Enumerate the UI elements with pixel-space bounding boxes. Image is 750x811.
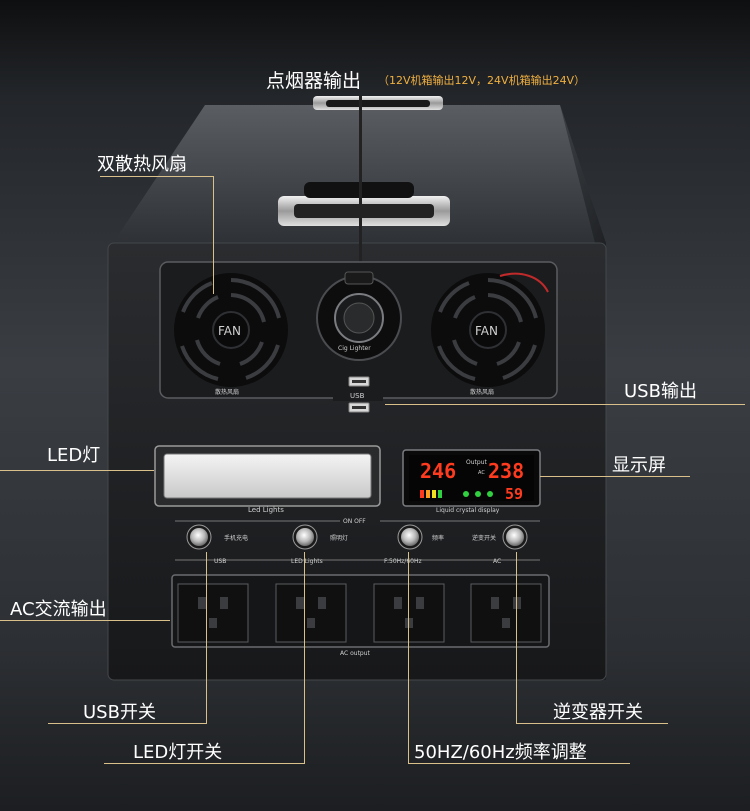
lcd-left-value: 246 <box>420 459 456 483</box>
callout-lighter-note: （12V机箱输出12V，24V机箱输出24V） <box>378 74 586 87</box>
ac-outlet-plate <box>171 574 550 648</box>
fan-left-caption: 散热风扇 <box>215 388 239 396</box>
btn2-label: 照明灯 <box>330 534 348 542</box>
inverter-hline <box>516 723 668 724</box>
inverter-vline <box>516 552 517 724</box>
led-lights-caption: Led Lights <box>248 506 284 514</box>
fan-right-label: FAN <box>475 324 498 338</box>
lcd-output-label: Output <box>466 459 487 466</box>
fan-right <box>431 272 549 387</box>
led-switch-hline <box>104 763 305 764</box>
ac-callout-line <box>0 620 170 621</box>
callout-usb-out: USB输出 <box>624 381 697 402</box>
switch-led-label: LED Lights <box>291 558 323 565</box>
callout-fans: 双散热风扇 <box>97 154 187 175</box>
fans-callout-line <box>100 176 214 177</box>
led-switch-vline <box>304 552 305 764</box>
freq-vline <box>408 552 409 764</box>
callout-ac-out: AC交流输出 <box>10 599 107 620</box>
callout-lighter: 点烟器输出 <box>266 70 362 92</box>
callout-usb-switch: USB开关 <box>83 702 156 723</box>
btn1-label: 手机充电 <box>224 534 248 542</box>
switch-usb-label: USB <box>214 558 226 565</box>
on-off-bg <box>340 515 380 525</box>
fan-left-label: FAN <box>218 324 241 338</box>
lighter-socket <box>316 271 402 361</box>
callout-freq: 50HZ/60Hz频率调整 <box>414 742 587 763</box>
btn4-label: 逆变开关 <box>472 534 496 542</box>
callout-led: LED灯 <box>47 445 101 466</box>
lighter-callout-rod <box>359 95 362 275</box>
ac-output-caption: AC output <box>340 650 371 657</box>
display-callout-line <box>540 476 690 477</box>
btn3-label: 频率 <box>432 534 444 542</box>
callout-led-switch: LED灯开关 <box>133 742 223 763</box>
lighter-ring-label: Cig Lighter <box>338 345 371 352</box>
lcd-ac-label: AC <box>478 470 485 476</box>
freq-hline <box>408 763 630 764</box>
top-handle-back <box>313 96 443 110</box>
callout-inverter-switch: 逆变器开关 <box>553 702 643 723</box>
usb-ports <box>333 376 383 413</box>
usb-callout-line <box>385 404 745 405</box>
usb-switch-hline <box>48 723 207 724</box>
switch-buttons <box>186 524 528 550</box>
switch-freq-label: F:50Hz/60Hz <box>384 558 422 565</box>
fan-left <box>174 273 288 387</box>
fans-callout-drop <box>213 176 214 294</box>
lcd-small-value: 59 <box>505 485 523 503</box>
top-handle-front <box>278 182 450 226</box>
callout-display: 显示屏 <box>612 455 666 476</box>
led-light-strip <box>154 445 381 507</box>
lcd-display <box>402 449 541 507</box>
switch-ac-label: AC <box>493 558 501 565</box>
on-off-label: ON OFF <box>343 518 366 525</box>
usb-tag: USB <box>350 392 365 400</box>
ac-outlets <box>177 583 542 643</box>
lcd-right-value: 238 <box>488 459 524 483</box>
led-callout-line <box>0 470 154 471</box>
usb-switch-vline <box>206 552 207 724</box>
fan-right-caption: 散热风扇 <box>470 388 494 396</box>
display-caption: Liquid crystal display <box>436 507 500 514</box>
